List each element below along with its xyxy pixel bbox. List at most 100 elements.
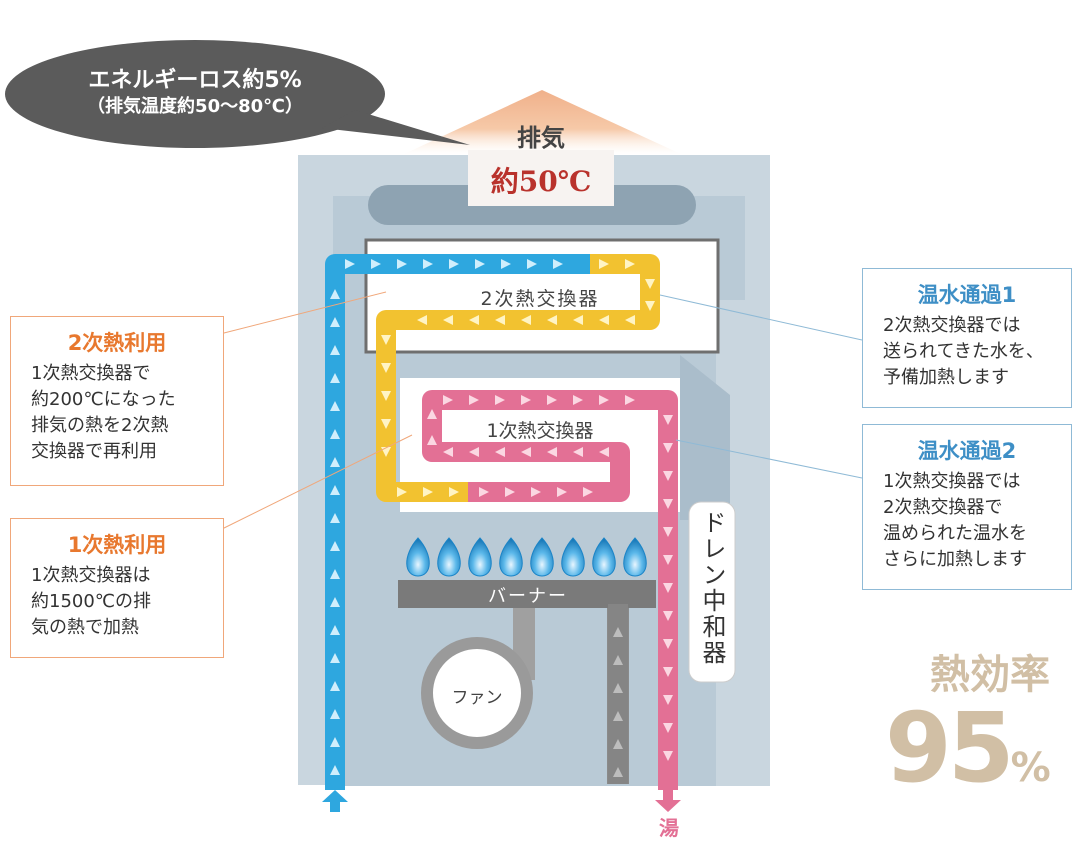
callout-line: 予備加熱します (883, 367, 1009, 388)
flow-arrow-icon (663, 695, 673, 705)
callout-primary-use: 1次熱利用 1次熱交換器は 約1500℃の排 気の熱で加熱 (10, 518, 224, 658)
drain-neutralizer (688, 501, 736, 683)
flow-arrow-icon (505, 487, 515, 497)
outlet-arrow (655, 790, 681, 812)
hx1-label: 1次熱交換器 (486, 420, 594, 442)
flow-arrow-icon (613, 683, 623, 693)
callout-secondary-use: 2次熱利用 1次熱交換器で 約200℃になった 排気の熱を2次熱 交換器で再利用 (10, 316, 224, 486)
flow-arrow-icon (330, 625, 340, 635)
flow-arrow-icon (495, 447, 505, 457)
callout-line: 1次熱交換器で (31, 363, 151, 384)
flow-arrow-icon (547, 447, 557, 457)
flow-arrow-icon (663, 611, 673, 621)
flame-icon (530, 537, 554, 577)
flow-arrow-icon (345, 259, 355, 269)
callout-title: 温水通過2 (917, 439, 1017, 463)
flow-arrow-icon (613, 627, 623, 637)
flames-group (406, 537, 647, 577)
flow-arrow-icon (330, 485, 340, 495)
callout-line: 1次熱交換器は (31, 565, 151, 586)
efficiency-label: 熱効率 (930, 652, 1050, 698)
flow-arrow-icon (645, 279, 655, 289)
callout-water-pass-2: 温水通過2 1次熱交換器では 2次熱交換器で 温められた温水を さらに加熱します (862, 424, 1072, 590)
efficiency-readout: 95% (885, 692, 1075, 804)
flow-arrow-icon (449, 487, 459, 497)
outlet-label: 湯 (659, 816, 679, 840)
flow-arrow-icon (330, 513, 340, 523)
flow-arrow-icon (381, 335, 391, 345)
callout-title: 1次熱利用 (67, 533, 167, 557)
callout-line: 交換器で再利用 (31, 441, 157, 462)
flow-arrow-icon (443, 395, 453, 405)
flow-arrow-icon (663, 555, 673, 565)
flow-arrow-icon (330, 401, 340, 411)
callout-title: 温水通過1 (917, 283, 1017, 307)
flow-arrow-icon (613, 767, 623, 777)
flow-arrow-icon (330, 345, 340, 355)
flow-arrow-icon (599, 395, 609, 405)
bubble-line1: エネルギーロス約5% (88, 68, 302, 93)
flow-arrow-icon (531, 487, 541, 497)
flow-arrow-icon (547, 315, 557, 325)
flow-arrow-icon (663, 723, 673, 733)
flame-icon (623, 537, 647, 577)
flow-arrow-icon (417, 315, 427, 325)
burner-label: バーナー (488, 586, 568, 607)
exhaust-arrow (402, 90, 683, 155)
callout-line: 約200℃になった (31, 389, 176, 410)
callout-title: 2次熱利用 (67, 331, 167, 355)
flame-icon (468, 537, 492, 577)
flow-arrow-icon (469, 395, 479, 405)
callout-line: 約1500℃の排 (31, 591, 152, 612)
callout-line: 気の熱で加熱 (31, 617, 139, 638)
callout-line: さらに加熱します (883, 549, 1027, 570)
flow-arrow-icon (599, 447, 609, 457)
efficiency-unit: % (1010, 745, 1051, 791)
flow-arrow-icon (553, 259, 563, 269)
fan (421, 637, 533, 749)
flame-icon (592, 537, 616, 577)
flow-arrow-icon (381, 419, 391, 429)
flow-arrow-icon (330, 457, 340, 467)
flow-arrow-icon (573, 447, 583, 457)
flow-arrow-icon (501, 259, 511, 269)
flow-arrow-icon (330, 681, 340, 691)
flow-arrow-icon (599, 315, 609, 325)
flow-arrow-icon (573, 315, 583, 325)
flow-arrow-icon (330, 653, 340, 663)
flow-arrow-icon (663, 443, 673, 453)
flow-arrows (330, 259, 673, 777)
flow-arrow-icon (663, 751, 673, 761)
flow-arrow-icon (521, 395, 531, 405)
flame-icon (561, 537, 585, 577)
flame-icon (499, 537, 523, 577)
flow-arrow-icon (599, 259, 609, 269)
flow-arrow-icon (583, 487, 593, 497)
flow-arrow-icon (663, 667, 673, 677)
flow-arrow-icon (330, 597, 340, 607)
flow-arrow-icon (330, 429, 340, 439)
callout-line: 2次熱交換器で (883, 497, 1003, 518)
flow-arrow-icon (330, 289, 340, 299)
flow-arrow-icon (330, 765, 340, 775)
flow-arrow-icon (475, 259, 485, 269)
flow-arrow-icon (397, 259, 407, 269)
flow-arrow-icon (613, 655, 623, 665)
flow-arrow-icon (479, 487, 489, 497)
flow-arrow-icon (663, 471, 673, 481)
flow-arrow-icon (330, 737, 340, 747)
flow-arrow-icon (449, 259, 459, 269)
exhaust-label: 排気 (517, 124, 565, 152)
callout-line: 2次熱交換器では (883, 315, 1021, 336)
exhaust-temp: 約50℃ (490, 165, 592, 198)
drain-label: ドレン中和器 (698, 510, 726, 666)
flow-arrow-icon (381, 363, 391, 373)
flow-arrow-icon (423, 487, 433, 497)
flame-icon (437, 537, 461, 577)
flow-arrow-icon (663, 583, 673, 593)
callout-line: 温められた温水を (883, 523, 1027, 544)
callout-line: 送られてきた水を、 (883, 341, 1044, 362)
flow-arrow-icon (330, 709, 340, 719)
flow-arrow-icon (613, 739, 623, 749)
flow-arrow-icon (663, 499, 673, 509)
